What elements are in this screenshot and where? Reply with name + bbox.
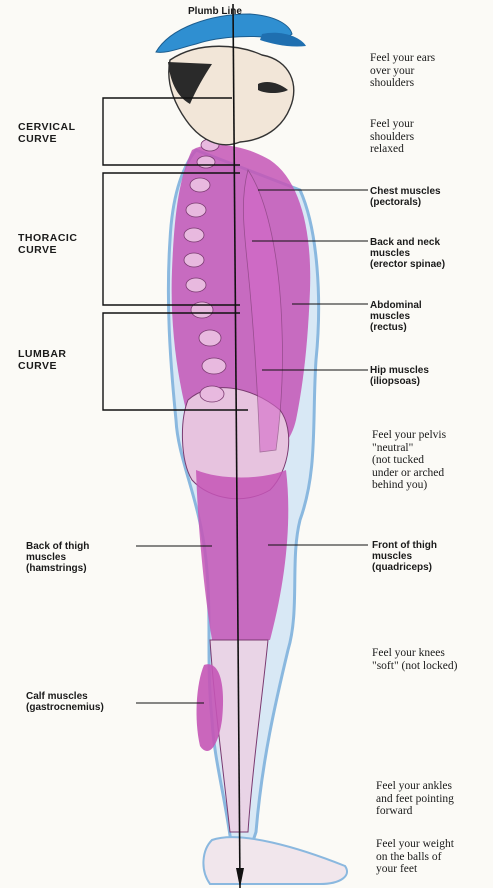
note-line: shoulders [370,77,435,90]
cap-brim [260,33,306,47]
foot [203,837,347,884]
note-line: and feet pointing [376,793,454,806]
note-line: (not tucked [372,454,446,467]
abdominal-muscles-label: Abdominal muscles (rectus) [370,300,422,333]
note-knees: Feel your knees "soft" (not locked) [372,647,457,672]
label-line: Back and neck [370,237,445,248]
note-line: forward [376,805,454,818]
note-line: under or arched [372,467,446,480]
chest-muscles-label: Chest muscles (pectorals) [370,186,441,208]
label-line: (erector spinae) [370,259,445,270]
label-line: Calf muscles [26,691,104,702]
note-ears: Feel your ears over your shoulders [370,52,435,90]
note-line: behind you) [372,479,446,492]
note-line: "neutral" [372,442,446,455]
lumbar-curve-label: LUMBAR CURVE [18,348,98,372]
label-line: muscles [26,552,89,563]
back-thigh-muscles-label: Back of thigh muscles (hamstrings) [26,541,89,574]
note-shoulders: Feel your shoulders relaxed [370,118,414,156]
label-line: Front of thigh [372,540,437,551]
label-line: Abdominal [370,300,422,311]
label-line: (gastrocnemius) [26,702,104,713]
plumb-line-title: Plumb Line [188,6,242,17]
cervical-curve-label: CERVICAL CURVE [18,121,98,145]
note-weight: Feel your weight on the balls of your fe… [376,838,454,876]
note-line: Feel your ears [370,52,435,65]
label-line: (rectus) [370,322,422,333]
thoracic-curve-label: THORACIC CURVE [18,232,98,256]
note-line: over your [370,65,435,78]
note-line: on the balls of [376,851,454,864]
label-line: Hip muscles [370,365,429,376]
note-line: your feet [376,863,454,876]
label-line: (hamstrings) [26,563,89,574]
back-neck-muscles-label: Back and neck muscles (erector spinae) [370,237,445,270]
note-pelvis: Feel your pelvis "neutral" (not tucked u… [372,429,446,492]
calf-muscles-label: Calf muscles (gastrocnemius) [26,691,104,713]
thigh-muscles [196,470,288,640]
label-line: (pectorals) [370,197,441,208]
label-line: Chest muscles [370,186,441,197]
note-line: Feel your ankles [376,780,454,793]
note-line: relaxed [370,143,414,156]
note-line: Feel your pelvis [372,429,446,442]
note-line: Feel your knees [372,647,457,660]
front-thigh-muscles-label: Front of thigh muscles (quadriceps) [372,540,437,573]
label-line: (quadriceps) [372,562,437,573]
label-line: muscles [372,551,437,562]
label-line: Back of thigh [26,541,89,552]
note-line: Feel your [370,118,414,131]
label-line: muscles [370,311,422,322]
hip-muscles-label: Hip muscles (iliopsoas) [370,365,429,387]
note-line: "soft" (not locked) [372,660,457,673]
note-ankles: Feel your ankles and feet pointing forwa… [376,780,454,818]
note-line: shoulders [370,131,414,144]
note-line: Feel your weight [376,838,454,851]
label-line: (iliopsoas) [370,376,429,387]
label-line: muscles [370,248,445,259]
